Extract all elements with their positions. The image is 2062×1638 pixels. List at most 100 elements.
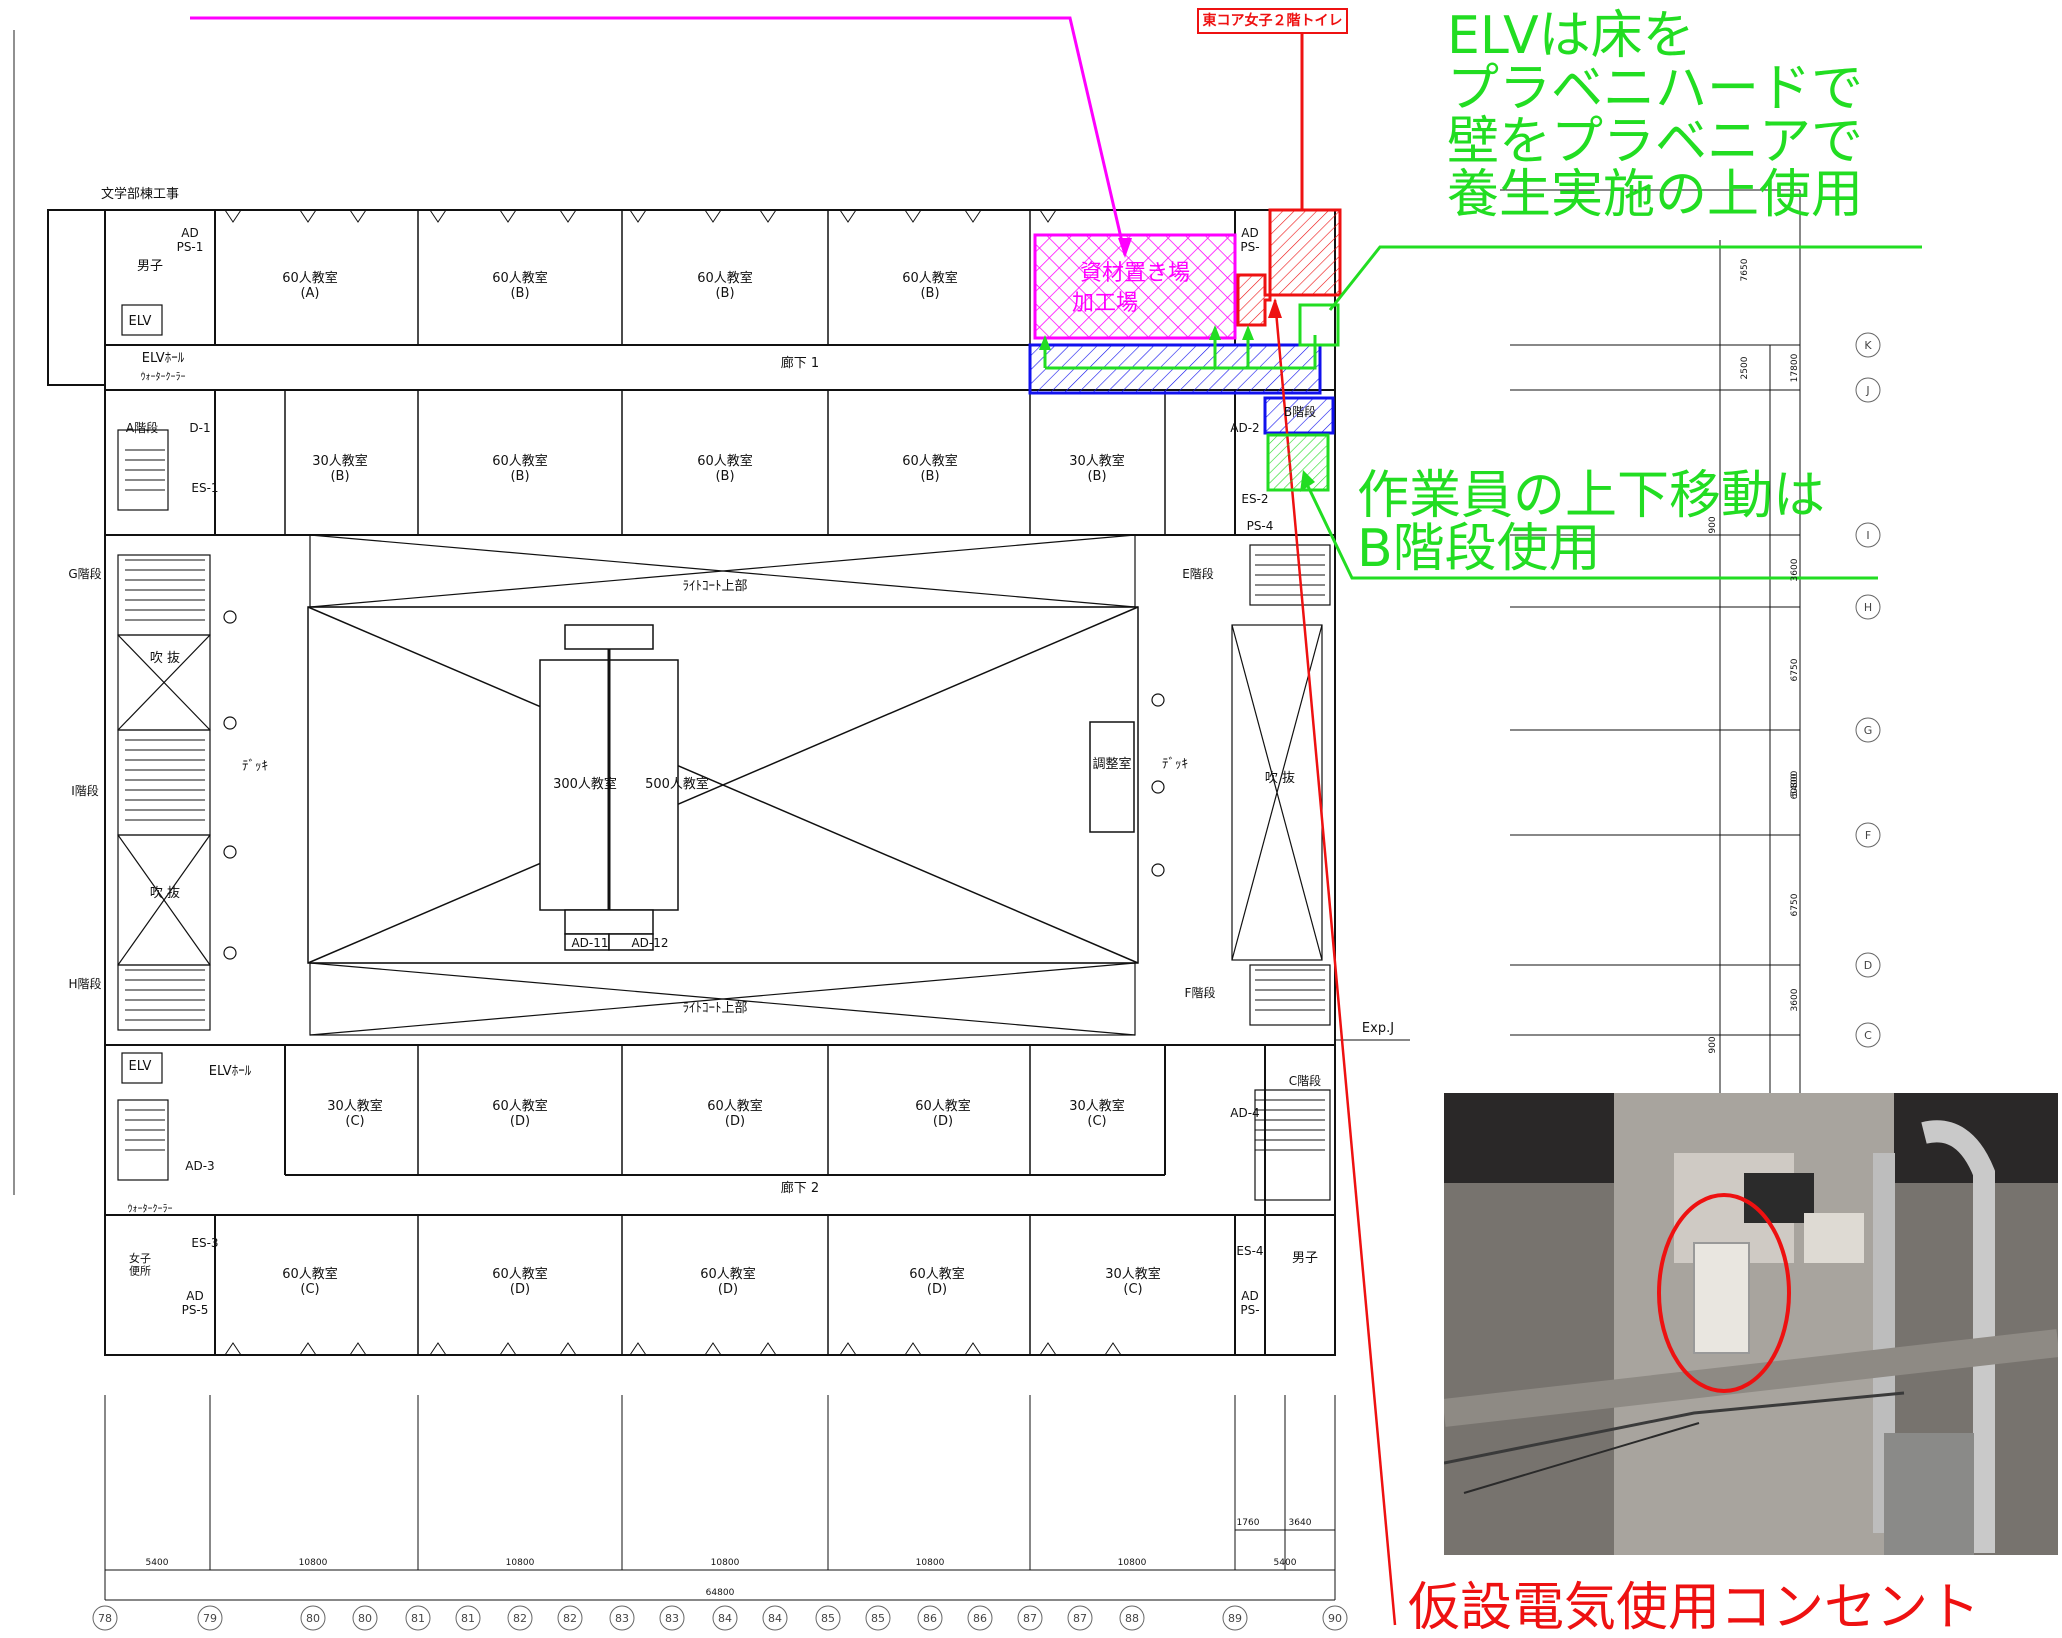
dimension-label: 1760 [1237, 1518, 1260, 1528]
room-label: 60人教室(D) [492, 1098, 548, 1129]
elv-note-line-3: 壁をプラベニアで [1447, 112, 1864, 173]
dimension-label: 3640 [1289, 1518, 1312, 1528]
stair-note-line-2: B階段使用 [1357, 519, 1601, 580]
male-label: 男子 [1292, 1251, 1318, 1266]
shaft-label: ES-2 [1241, 492, 1268, 506]
toilet-label: 東コア女子２階トイレ [1197, 8, 1348, 34]
grid-bubble [1855, 1022, 1881, 1048]
elv-label: ELV [129, 1059, 152, 1074]
deck-right-label: ﾃﾞｯｷ [1162, 757, 1188, 772]
elv-note-leader [1328, 245, 1922, 311]
grid-label: K [1864, 339, 1872, 352]
dimension-label: 17800 [1790, 353, 1800, 382]
dimension-label: 900 [1708, 1036, 1718, 1053]
stair-label: C階段 [1289, 1073, 1321, 1088]
grid-label: 86 [923, 1612, 937, 1625]
dimension-label: 5400 [146, 1558, 169, 1568]
shaft-label: AD-4 [1230, 1106, 1259, 1120]
grid-bubble [762, 1605, 788, 1631]
corridor-2-label: 廊下 2 [781, 1180, 819, 1196]
grid-label: 84 [768, 1612, 782, 1625]
dimension-label: 64800 [706, 1588, 735, 1598]
elv-note: ELVは床を プラベニハードで 壁をプラベニアで 養生実施の上使用 [1447, 6, 1864, 226]
room-labels: 60人教室(A)60人教室(B)60人教室(B)60人教室(B)30人教室(B)… [68, 186, 1800, 1598]
dimension-label: 6750 [1790, 658, 1800, 681]
grid-label: 84 [718, 1612, 732, 1625]
elv-note-line-2: プラベニハードで [1447, 59, 1864, 120]
deck-left-label: ﾃﾞｯｷ [242, 759, 268, 774]
shaft-label: AD-2 [1230, 421, 1259, 435]
stair-b-protection [1263, 396, 1335, 435]
toilet-area [1236, 208, 1342, 327]
dimension-label: 900 [1708, 516, 1718, 533]
grid-label: 81 [411, 1612, 425, 1625]
room-label: 60人教室(B) [697, 270, 753, 301]
grid-bubble [712, 1605, 738, 1631]
hall-300-label: 300人教室 [553, 776, 617, 792]
dimension-label: 6750 [1790, 893, 1800, 916]
grid-bubble [405, 1605, 431, 1631]
shaft-label: AD-12 [631, 936, 668, 950]
grid-label: 83 [615, 1612, 629, 1625]
elv-note-line-1: ELVは床を [1447, 6, 1695, 66]
grid-label: I [1866, 529, 1869, 542]
room-label: 60人教室(D) [909, 1266, 965, 1297]
grid-label: H [1864, 601, 1872, 614]
exp-j-label: Exp.J [1362, 1021, 1394, 1036]
grid-label: G [1864, 724, 1873, 737]
grid-bubble [815, 1605, 841, 1631]
stair-b-route [1266, 433, 1330, 492]
water-cooler-label: ｳｫｰﾀｰｸｰﾗｰ [141, 371, 186, 383]
stair-label: B階段 [1284, 404, 1316, 419]
control-room-label: 調整室 [1092, 756, 1131, 772]
room-label: 30人教室(C) [327, 1098, 383, 1129]
elv-note-line-4: 養生実施の上使用 [1447, 165, 1864, 226]
grid-label: 89 [1228, 1612, 1242, 1625]
grid-label: 81 [461, 1612, 475, 1625]
shaft-label: AD-11 [571, 936, 608, 950]
room-label: 60人教室(B) [492, 270, 548, 301]
room-label: 60人教室(D) [915, 1098, 971, 1129]
shaft-label: D-1 [189, 421, 210, 435]
grid-label: 85 [821, 1612, 835, 1625]
water-cooler-label: ｳｫｰﾀｰｸｰﾗｰ [128, 1203, 173, 1215]
dimension-label: 7650 [1740, 258, 1750, 281]
grid-bubble [917, 1605, 943, 1631]
dimension-label: 10800 [299, 1558, 328, 1568]
grid-label: C [1864, 1029, 1872, 1042]
stair-label: I階段 [71, 783, 99, 798]
shaft-label: ES-3 [191, 1236, 218, 1250]
room-label: 60人教室(D) [492, 1266, 548, 1297]
worker-route [1045, 335, 1317, 370]
grid-bubble [659, 1605, 685, 1631]
grid-bubble [1855, 594, 1881, 620]
grid-bubble [967, 1605, 993, 1631]
dimension-label: 10800 [916, 1558, 945, 1568]
grid-bubble [557, 1605, 583, 1631]
grid-label: J [1865, 384, 1869, 397]
stair-note-line-1: 作業員の上下移動は [1357, 466, 1826, 526]
storage-label: 加工場 [1072, 291, 1138, 316]
grid-label: 79 [203, 1612, 217, 1625]
dimension-label: 5400 [1274, 1558, 1297, 1568]
female-label: 女子便所 [129, 1251, 151, 1278]
grid-label: 87 [1023, 1612, 1037, 1625]
male-label: 男子 [137, 259, 163, 274]
stair-note-leader [1303, 479, 1878, 580]
grid-bubble [1855, 522, 1881, 548]
stair-label: H階段 [68, 976, 101, 991]
corridor-1-label: 廊下 1 [781, 355, 819, 371]
grid-bubble [1067, 1605, 1093, 1631]
stair-label: A階段 [126, 420, 158, 435]
outlet-highlight-circle [1657, 1193, 1791, 1393]
grid-bubble [197, 1605, 223, 1631]
storage-area [1033, 233, 1237, 340]
grid-label: 87 [1073, 1612, 1087, 1625]
light-court-top-label: ﾗｲﾄｺｰﾄ上部 [682, 579, 747, 594]
outlet-leader-line [1273, 299, 1397, 1626]
room-label: 60人教室(C) [282, 1266, 338, 1297]
